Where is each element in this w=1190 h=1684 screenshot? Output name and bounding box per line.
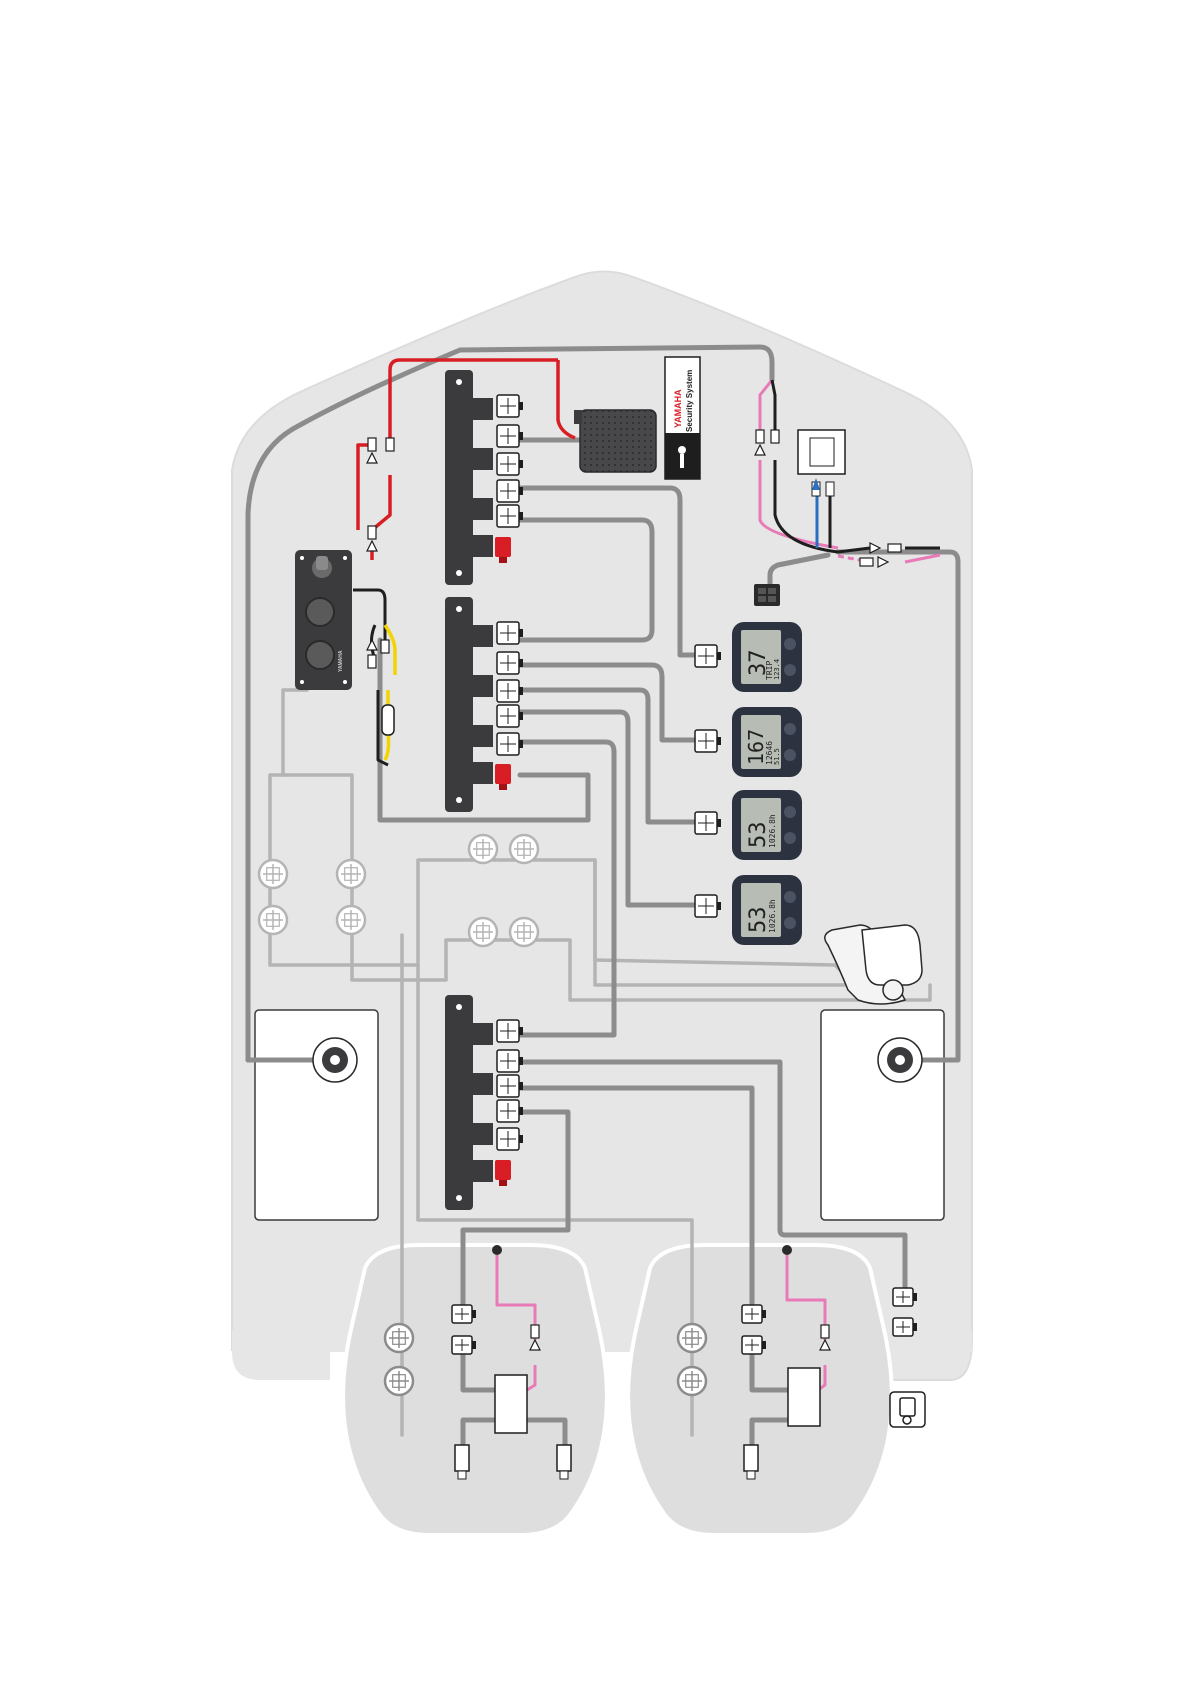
- hub1-plug-4: [497, 505, 523, 527]
- engine-module-starboard: [788, 1368, 820, 1426]
- lower-plug-3: [742, 1336, 766, 1354]
- red-inline-box-a: [368, 438, 376, 451]
- gauge-plug-3: [695, 895, 721, 917]
- gauge-plug-2: [695, 812, 721, 834]
- lower-plug-2: [742, 1305, 766, 1323]
- helm-box-a: [888, 544, 901, 552]
- hub1-plug-3: [497, 480, 523, 502]
- hub2-plug-0: [497, 622, 523, 644]
- gauge-3: 53 1026.8h: [732, 790, 802, 860]
- hub1-plug-1: [497, 425, 523, 447]
- hub3-plug-4: [497, 1128, 523, 1150]
- helm-box-b: [860, 558, 873, 566]
- gauge-4: 53 1026.8h: [732, 875, 802, 945]
- hub3-plug-2: [497, 1075, 523, 1097]
- fuse-holder: [382, 705, 394, 735]
- gauge-top-line2: 123.4: [773, 659, 781, 680]
- hub1-plug-0: [497, 395, 523, 417]
- helm-connector: [754, 584, 780, 606]
- bulkhead-0: [259, 860, 287, 888]
- security-brand: YAMAHA: [673, 389, 683, 428]
- gauge-top: 37 TRIP 123.4: [732, 622, 802, 692]
- lower-plug-5: [893, 1318, 917, 1336]
- engine-bulkhead-2: [678, 1324, 706, 1352]
- security-system-label: YAMAHA Security System: [665, 357, 700, 479]
- red-inline-box-b: [386, 438, 394, 451]
- fuel-tank-port: [255, 1010, 378, 1220]
- engine-pink-box-stbd: [821, 1325, 829, 1338]
- engine-pink-box-port: [531, 1325, 539, 1338]
- engine-bulkhead-1: [385, 1367, 413, 1395]
- switch-panel: YAMAHA: [295, 550, 352, 690]
- bulkhead-6: [469, 918, 497, 946]
- bulkhead-3: [337, 906, 365, 934]
- terminator-device: [890, 1392, 925, 1427]
- red-inline-box-c: [368, 526, 376, 539]
- hub3-plug-1: [497, 1050, 523, 1072]
- hub2-plug-4: [497, 733, 523, 755]
- lower-plug-4: [893, 1288, 917, 1306]
- hub2-plug-2: [497, 680, 523, 702]
- hub3-plug-0: [497, 1020, 523, 1042]
- black-inline-box: [381, 640, 389, 653]
- gauge-3-line1: 1026.8h: [768, 814, 777, 848]
- bulkhead-1: [337, 860, 365, 888]
- security-unit: [574, 410, 656, 472]
- bulkhead-2: [259, 906, 287, 934]
- fuel-tank-starboard: [821, 1010, 944, 1220]
- hub2-plug-1: [497, 652, 523, 674]
- bulkhead-7: [510, 918, 538, 946]
- gauge-4-line1: 1026.8h: [768, 899, 777, 933]
- hub2-plug-3: [497, 705, 523, 727]
- lower-plug-0: [452, 1305, 476, 1323]
- engine-bulkhead-0: [385, 1324, 413, 1352]
- engine-module-port: [495, 1375, 527, 1433]
- gauge-2: 167 12646 51.5: [732, 707, 802, 777]
- hub3-plug-3: [497, 1100, 523, 1122]
- pink-inline-box: [756, 430, 764, 443]
- yellow-inline-box: [368, 655, 376, 668]
- black-inline-box-2: [771, 430, 779, 443]
- gauge-plug-1: [695, 730, 721, 752]
- switch-panel-brand: YAMAHA: [338, 650, 344, 672]
- tank-sender-starboard: [878, 1038, 922, 1082]
- security-title: Security System: [685, 370, 694, 432]
- bulkhead-4: [469, 835, 497, 863]
- gauge-2-line2: 51.5: [773, 748, 781, 765]
- tank-sender-port: [313, 1038, 357, 1082]
- hub1-plug-2: [497, 453, 523, 475]
- gauge-plug-0: [695, 645, 721, 667]
- engine-bulkhead-3: [678, 1367, 706, 1395]
- bulkhead-5: [510, 835, 538, 863]
- lower-plug-1: [452, 1336, 476, 1354]
